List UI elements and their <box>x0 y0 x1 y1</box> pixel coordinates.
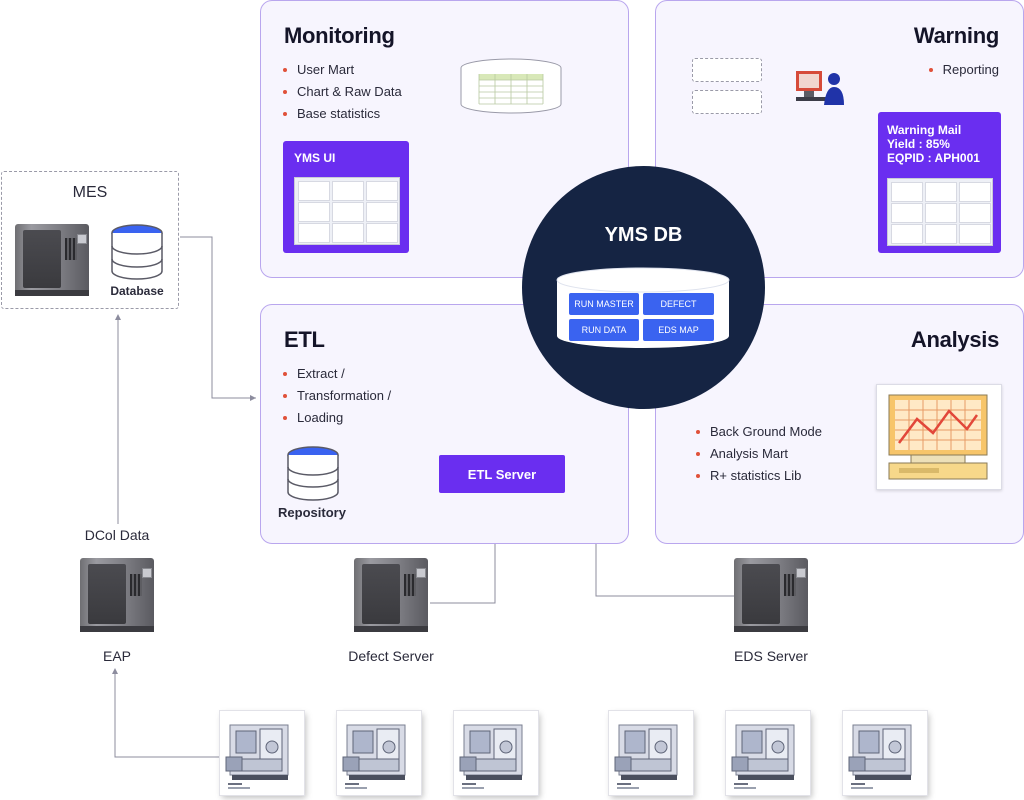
eds-server-label: EDS Server <box>734 648 808 664</box>
bullet-item: Transformation / <box>283 385 391 407</box>
monitoring-title: Monitoring <box>284 23 395 48</box>
etl-bullets: Extract / Transformation / Loading <box>283 363 391 429</box>
eap-label: EAP <box>102 648 131 664</box>
bullet-item: Chart & Raw Data <box>283 81 402 103</box>
eds-server-icon <box>734 558 808 632</box>
analysis-bullets: Back Ground Mode Analysis Mart R+ statis… <box>696 421 822 487</box>
bullet-item: Analysis Mart <box>696 443 822 465</box>
equipment-icon <box>220 711 304 795</box>
db-table-run-data: RUN DATA <box>569 319 639 341</box>
operator-icon <box>796 71 844 105</box>
equipment-icon <box>843 711 927 795</box>
db-table-run-master: RUN MASTER <box>569 293 639 315</box>
yms-db-circle: YMS DB RUN MASTER DEFECT RUN DATA EDS MA… <box>522 166 765 409</box>
analysis-computer-frame <box>876 384 1002 490</box>
mes-title: MES <box>72 184 108 201</box>
bullet-item: Reporting <box>928 59 999 81</box>
bullet-item: Loading <box>283 407 391 429</box>
etl-title: ETL <box>284 327 325 352</box>
dcol-data-label: DCol Data <box>84 527 150 543</box>
db-table-eds-map: EDS MAP <box>643 319 714 341</box>
repository-label: Repository <box>278 505 346 520</box>
analysis-panel: Analysis Back Ground Mode Analysis Mart … <box>655 304 1024 544</box>
mail-line: Yield : 85% <box>887 137 950 151</box>
monitoring-bullets: User Mart Chart & Raw Data Base statisti… <box>283 59 402 125</box>
table-icon <box>460 58 562 114</box>
equipment-icon <box>609 711 693 795</box>
mes-server-icon <box>15 224 89 296</box>
database-icon <box>111 224 163 280</box>
mail-line: Warning Mail <box>887 123 962 137</box>
bullet-item: Back Ground Mode <box>696 421 822 443</box>
database-label: Database <box>110 284 164 298</box>
bullet-item: R+ statistics Lib <box>696 465 822 487</box>
warning-screenshot <box>887 178 993 246</box>
defect-server-icon <box>354 558 428 632</box>
mes-box: MES Database <box>1 171 179 309</box>
equipment-icon <box>337 711 421 795</box>
etl-server-label: ETL Server <box>467 466 537 482</box>
equipment-icon <box>454 711 538 795</box>
yms-db-title: YMS DB <box>604 224 683 246</box>
warning-title: Warning <box>913 23 999 48</box>
bullet-item: Base statistics <box>283 103 402 125</box>
warning-mail-text: Warning Mail Yield : 85% EQPID : APH001 <box>887 123 980 165</box>
warning-panel: Warning Reporting Warning Mail Yield : 8… <box>655 0 1024 278</box>
eap-server-icon <box>80 558 154 632</box>
bullet-item: Extract / <box>283 363 391 385</box>
bullet-item: User Mart <box>283 59 402 81</box>
defect-server-label: Defect Server <box>348 648 434 664</box>
repository-icon <box>287 446 339 501</box>
equipment-icon <box>726 711 810 795</box>
warning-placeholder-box <box>692 58 762 82</box>
warning-placeholder-box <box>692 90 762 114</box>
yms-ui-card: YMS UI <box>283 141 409 253</box>
yms-ui-screenshot <box>294 177 400 245</box>
analysis-chart-icon <box>888 394 988 480</box>
mail-line: EQPID : APH001 <box>887 151 980 165</box>
yms-ui-card-title: YMS UI <box>294 151 336 165</box>
etl-server-button[interactable]: ETL Server <box>439 455 565 493</box>
warning-mail-card: Warning Mail Yield : 85% EQPID : APH001 <box>878 112 1001 253</box>
analysis-title: Analysis <box>910 327 999 352</box>
db-table-defect: DEFECT <box>643 293 714 315</box>
warning-bullets: Reporting <box>928 59 999 81</box>
